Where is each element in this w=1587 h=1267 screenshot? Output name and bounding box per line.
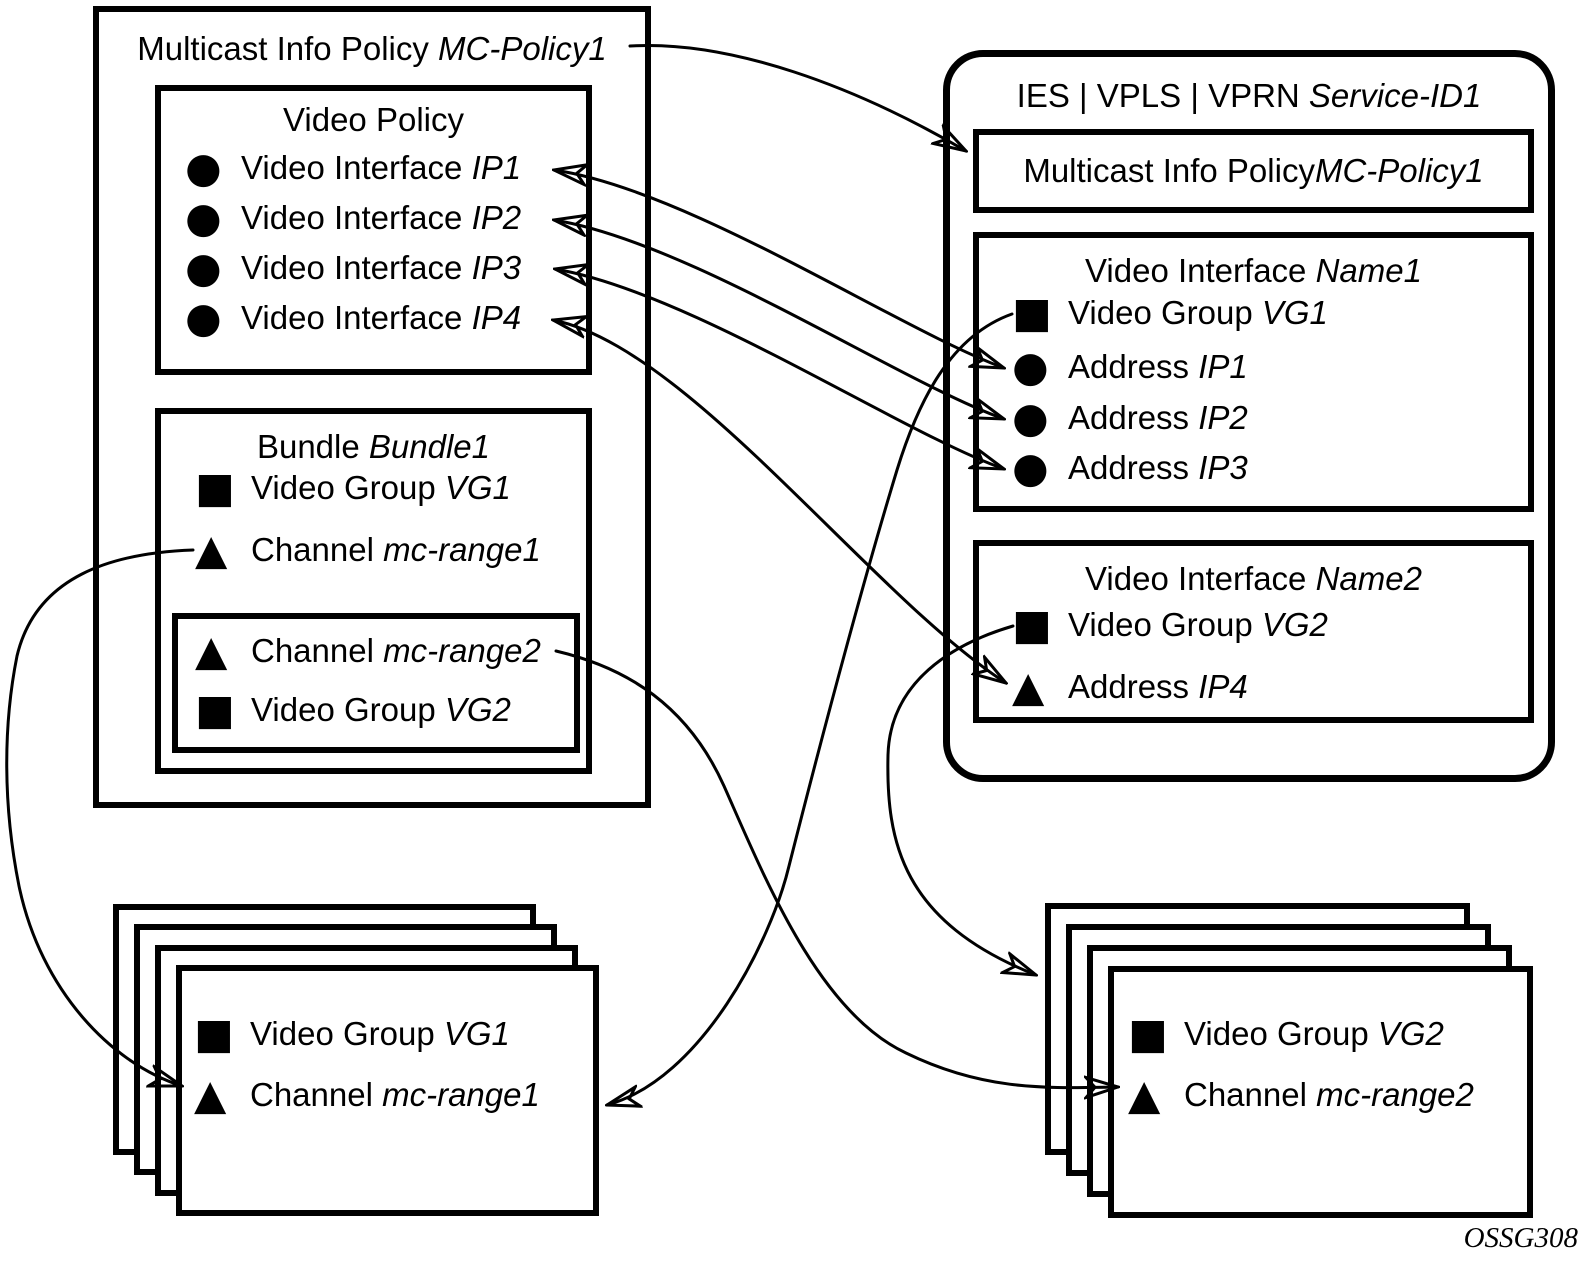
- service-mc-policy-box: Multicast Info Policy MC-Policy1: [973, 129, 1534, 213]
- triangle-marker-icon: ▲: [195, 626, 228, 675]
- multicast-info-policy-panel: Multicast Info Policy MC-Policy1 Video P…: [93, 6, 651, 808]
- bundle-video-group-vg2: ■ Video Group VG2: [195, 685, 511, 734]
- video-policy-title: Video Policy: [282, 101, 464, 138]
- figure-id: OSSG308: [1463, 1222, 1578, 1254]
- service-mc-policy-label: Multicast Info Policy MC-Policy1: [1023, 152, 1484, 189]
- video-interface-name2-box: Video Interface Name2 ■ Video Group VG2 …: [973, 540, 1534, 723]
- circle-marker-icon: ●: [1012, 393, 1049, 442]
- square-marker-icon: ■: [1012, 288, 1052, 337]
- circle-marker-icon: ●: [185, 193, 222, 242]
- stack-left-front-card: ■ Video Group VG1 ▲ Channel mc-range1: [176, 965, 599, 1216]
- bundle-box: Bundle Bundle1 ■ Video Group VG1 ▲ Chann…: [155, 408, 592, 774]
- interface2-video-group-vg2: ■ Video Group VG2: [1012, 600, 1328, 649]
- circle-marker-icon: ●: [185, 143, 222, 192]
- interface2-address-ip4: ▲ Address IP4: [1012, 662, 1248, 711]
- video-policy-item-ip3: ● Video Interface IP3: [185, 243, 522, 292]
- circle-marker-icon: ●: [185, 293, 222, 342]
- left-panel-title: Multicast Info Policy MC-Policy1: [137, 30, 607, 67]
- stack-right-channel-mc-range2: ▲ Channel mc-range2: [1128, 1070, 1474, 1119]
- stack-right-video-group-vg2: ■ Video Group VG2: [1128, 1009, 1444, 1058]
- circle-marker-icon: ●: [1012, 443, 1049, 492]
- bundle-inner-box: ▲ Channel mc-range2 ■ Video Group VG2: [172, 613, 580, 753]
- bundle-title: Bundle Bundle1: [256, 428, 491, 465]
- triangle-marker-icon: ▲: [1128, 1070, 1161, 1119]
- triangle-marker-icon: ▲: [1012, 662, 1045, 711]
- square-marker-icon: ■: [195, 463, 235, 512]
- interface1-address-ip2: ● Address IP2: [1012, 393, 1248, 442]
- stack-left-video-group-vg1: ■ Video Group VG1: [194, 1009, 510, 1058]
- video-policy-item-ip1: ● Video Interface IP1: [185, 143, 522, 192]
- video-policy-box: Video Policy ● Video Interface IP1 ● Vid…: [155, 85, 592, 375]
- service-panel-title: IES | VPLS | VPRN Service-ID1: [1016, 77, 1482, 114]
- interface1-address-ip1: ● Address IP1: [1012, 342, 1248, 391]
- stack-right-front-card: ■ Video Group VG2 ▲ Channel mc-range2: [1108, 966, 1533, 1218]
- video-policy-item-ip4: ● Video Interface IP4: [185, 293, 522, 342]
- connector-policy-title-to-service: [628, 43, 966, 151]
- bundle-channel-mc-range1: ▲ Channel mc-range1: [195, 525, 541, 574]
- video-policy-item-ip2: ● Video Interface IP2: [185, 193, 522, 242]
- square-marker-icon: ■: [1012, 600, 1052, 649]
- interface1-address-ip3: ● Address IP3: [1012, 443, 1248, 492]
- circle-marker-icon: ●: [185, 243, 222, 292]
- bundle-video-group-vg1: ■ Video Group VG1: [195, 463, 511, 512]
- square-marker-icon: ■: [1128, 1009, 1168, 1058]
- interface1-video-group-vg1: ■ Video Group VG1: [1012, 288, 1328, 337]
- stack-left-channel-mc-range1: ▲ Channel mc-range1: [194, 1070, 540, 1119]
- bundle-channel-mc-range2: ▲ Channel mc-range2: [195, 626, 541, 675]
- square-marker-icon: ■: [195, 685, 235, 734]
- triangle-marker-icon: ▲: [195, 525, 228, 574]
- interface2-title: Video Interface Name2: [1085, 560, 1422, 597]
- interface1-title: Video Interface Name1: [1085, 252, 1422, 289]
- triangle-marker-icon: ▲: [194, 1070, 227, 1119]
- video-interface-name1-box: Video Interface Name1 ■ Video Group VG1 …: [973, 232, 1534, 512]
- circle-marker-icon: ●: [1012, 342, 1049, 391]
- service-panel: IES | VPLS | VPRN Service-ID1 Multicast …: [943, 50, 1555, 782]
- square-marker-icon: ■: [194, 1009, 234, 1058]
